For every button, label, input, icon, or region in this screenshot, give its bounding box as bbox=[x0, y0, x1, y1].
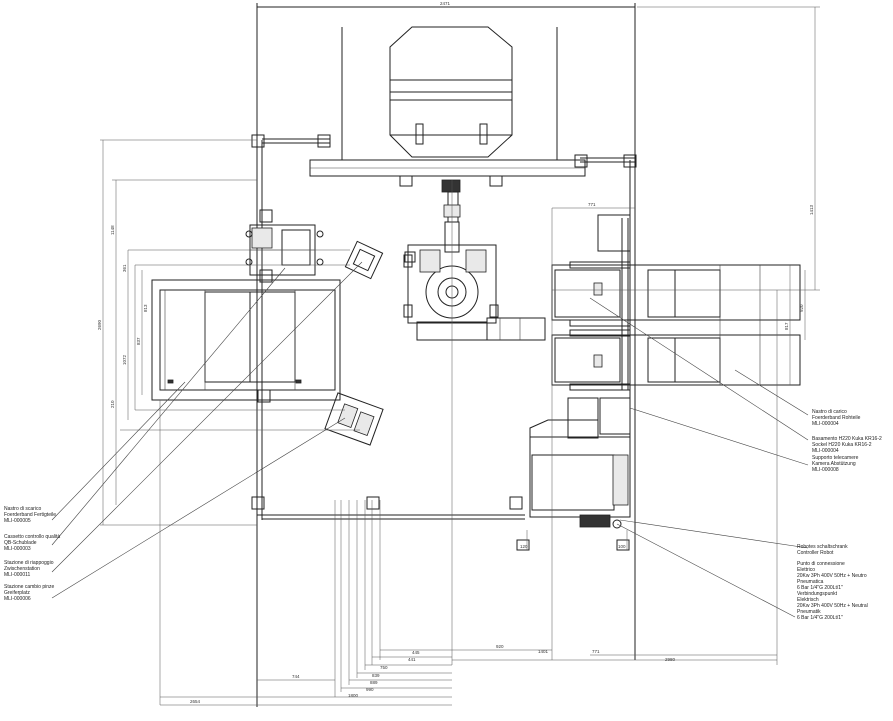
svg-text:MLI-000004: MLI-000004 bbox=[812, 421, 839, 427]
dim-right-c: 920 bbox=[799, 304, 804, 312]
svg-text:6 Bar 1/4"G 200Lt/1": 6 Bar 1/4"G 200Lt/1" bbox=[797, 615, 843, 621]
callout-load-conveyor: Nastro di carico Foerderband Rohteile ML… bbox=[812, 409, 861, 427]
dim-right-vertical: 1413 bbox=[809, 204, 814, 215]
callout-connection-point: Punto di connessione Elettrico 20Kw 3Ph … bbox=[797, 561, 868, 621]
dim-left-c: 837 bbox=[136, 337, 141, 345]
load-conveyor bbox=[551, 214, 801, 435]
svg-text:MLI-000005: MLI-000005 bbox=[4, 518, 31, 524]
dim-small-2: 100 bbox=[618, 544, 626, 549]
dim-bottom-13: 744 bbox=[292, 674, 300, 679]
svg-text:Pneumatica: Pneumatica bbox=[797, 579, 824, 585]
callout-robot-controller: Robotes schaltschrank Controller Robot bbox=[797, 544, 848, 556]
dim-bottom-8: 889 bbox=[370, 680, 378, 685]
svg-text:MLI-000006: MLI-000006 bbox=[4, 596, 31, 602]
dimension-lines bbox=[100, 6, 820, 706]
svg-text:Pneumatik: Pneumatik bbox=[797, 609, 821, 615]
svg-text:20Kw 3Ph 400V 50Hz + Neutro: 20Kw 3Ph 400V 50Hz + Neutro bbox=[797, 573, 867, 579]
callout-intermediate-station: Stazione di riappoggio Zwischenstation M… bbox=[4, 560, 54, 578]
svg-text:Kamera Abstützung: Kamera Abstützung bbox=[812, 461, 856, 467]
dim-bottom-1: 920 bbox=[496, 644, 504, 649]
dim-bottom-5: 441 bbox=[408, 657, 416, 662]
svg-text:MLI-000003: MLI-000003 bbox=[4, 546, 31, 552]
intermediate-station bbox=[344, 240, 384, 280]
dim-bottom-2: 1401 bbox=[538, 649, 549, 654]
svg-text:Verbindungspunkt: Verbindungspunkt bbox=[797, 591, 838, 597]
dim-left-outer: 1148 bbox=[110, 225, 115, 235]
dim-bottom-11: 2654 bbox=[190, 699, 201, 704]
svg-text:Punto di connessione: Punto di connessione bbox=[797, 561, 845, 567]
svg-text:MLI-000011: MLI-000011 bbox=[4, 572, 31, 578]
svg-text:Stazione di riappoggio: Stazione di riappoggio bbox=[4, 560, 54, 566]
unload-conveyor bbox=[151, 279, 341, 401]
svg-text:Robotes schaltschrank: Robotes schaltschrank bbox=[797, 544, 848, 550]
svg-text:Cassetto controllo qualità: Cassetto controllo qualità bbox=[4, 534, 60, 540]
dim-left-d: 813 bbox=[143, 304, 148, 312]
svg-text:Zwischenstation: Zwischenstation bbox=[4, 566, 40, 572]
leader-lines bbox=[51, 261, 809, 618]
svg-text:Nastro di carico: Nastro di carico bbox=[812, 409, 847, 415]
svg-text:Basamento H220 Kuka KR16-2: Basamento H220 Kuka KR16-2 bbox=[812, 436, 882, 442]
svg-text:Supporto telecamere: Supporto telecamere bbox=[812, 455, 859, 461]
dim-bottom-12: 2980 bbox=[665, 657, 676, 662]
dim-bottom-9: 990 bbox=[366, 687, 374, 692]
robot-controller bbox=[529, 397, 631, 529]
gripper-station bbox=[324, 392, 384, 446]
svg-text:Sockel H220 Kuka KR16-2: Sockel H220 Kuka KR16-2 bbox=[812, 442, 872, 448]
machine-tool bbox=[309, 26, 586, 187]
dim-bottom-10: 1800 bbox=[348, 693, 359, 698]
dim-right-a: 771 bbox=[588, 202, 596, 207]
svg-text:20Kw 3Ph 400V 50Hz + Neutral: 20Kw 3Ph 400V 50Hz + Neutral bbox=[797, 603, 868, 609]
svg-text:Controller Robot: Controller Robot bbox=[797, 550, 834, 556]
robot-kuka bbox=[403, 179, 546, 341]
dim-left-e: 210 bbox=[110, 400, 115, 408]
svg-text:MLI-000008: MLI-000008 bbox=[812, 467, 839, 473]
svg-text:Elektrisch: Elektrisch bbox=[797, 597, 819, 603]
callout-robot-base: Basamento H220 Kuka KR16-2 Sockel H220 K… bbox=[812, 436, 882, 454]
svg-text:Nastro di scarico: Nastro di scarico bbox=[4, 506, 41, 512]
dim-top: 2471 bbox=[440, 1, 451, 6]
dim-bottom-3: 771 bbox=[592, 649, 600, 654]
svg-text:6 Bar 1/4"G 200Lt/1": 6 Bar 1/4"G 200Lt/1" bbox=[797, 585, 843, 591]
svg-text:Stazione cambio pinze: Stazione cambio pinze bbox=[4, 584, 55, 590]
dim-left-inner: 2690 bbox=[97, 319, 102, 330]
dim-bottom-7: 839 bbox=[372, 673, 380, 678]
callout-quality-drawer: Cassetto controllo qualità QB-Schublade … bbox=[4, 534, 60, 552]
svg-text:Foerderband Rohteile: Foerderband Rohteile bbox=[812, 415, 861, 421]
callout-camera-support: Supporto telecamere Kamera Abstützung ML… bbox=[812, 455, 859, 473]
dimension-texts: 2471 1413 1148 2690 361 1072 837 813 210… bbox=[97, 1, 814, 704]
callout-gripper-station: Stazione cambio pinze Greiferplatz MLI-0… bbox=[4, 584, 55, 602]
dim-bottom-4: 445 bbox=[412, 650, 420, 655]
svg-text:Foerderband Fertigteile: Foerderband Fertigteile bbox=[4, 512, 56, 518]
svg-text:QB-Schublade: QB-Schublade bbox=[4, 540, 37, 546]
svg-text:Elettrico: Elettrico bbox=[797, 567, 815, 573]
svg-text:Greiferplatz: Greiferplatz bbox=[4, 590, 30, 596]
callout-unload-conveyor: Nastro di scarico Foerderband Fertigteil… bbox=[4, 506, 56, 524]
dim-small-1: 120 bbox=[520, 544, 528, 549]
dim-right-b: 817 bbox=[784, 322, 789, 330]
dim-bottom-6: 750 bbox=[380, 665, 388, 670]
svg-text:MLI-000004: MLI-000004 bbox=[812, 448, 839, 454]
dim-left-b: 1072 bbox=[122, 354, 127, 365]
guard-frame bbox=[256, 3, 636, 707]
supports bbox=[251, 134, 637, 551]
dim-left-a: 361 bbox=[122, 264, 127, 272]
